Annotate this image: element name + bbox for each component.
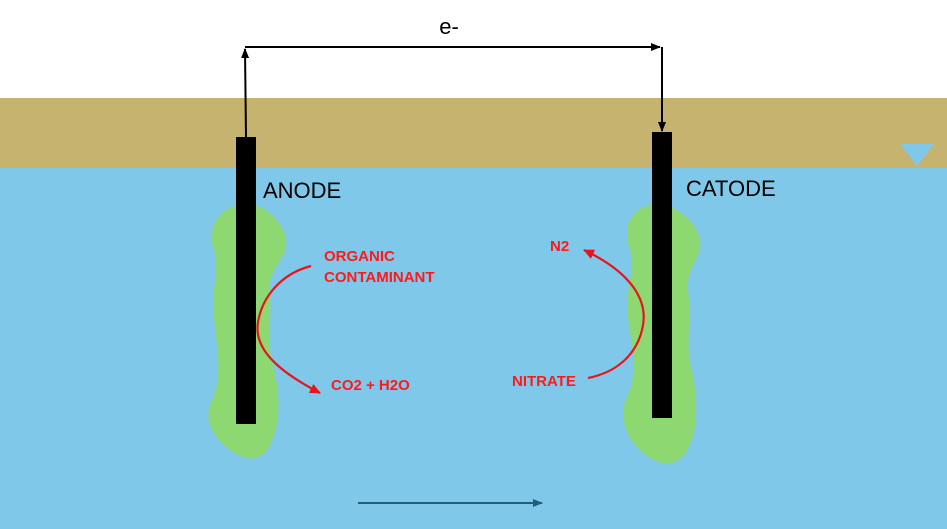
electron-label: e- bbox=[439, 14, 459, 39]
water-table-marker-icon bbox=[900, 144, 934, 166]
sky-area bbox=[0, 0, 947, 98]
soil-layer bbox=[0, 98, 947, 168]
cathode-reactant-label: NITRATE bbox=[512, 373, 576, 390]
cathode-label: CATODE bbox=[686, 176, 776, 201]
anode-label: ANODE bbox=[263, 178, 341, 203]
wire-anode-up-arrow bbox=[241, 48, 250, 138]
anode-reactant-line1: ORGANIC bbox=[324, 248, 395, 265]
anode-product-label: CO2 + H2O bbox=[331, 377, 410, 394]
anode-reaction-arrow bbox=[256, 264, 321, 394]
groundwater-zone bbox=[0, 168, 947, 529]
cathode-reaction-arrow bbox=[583, 249, 645, 380]
cathode-electrode bbox=[652, 132, 672, 418]
cathode-product-label: N2 bbox=[550, 238, 569, 255]
anode-electrode bbox=[236, 137, 256, 424]
anode-reactant-line2: CONTAMINANT bbox=[324, 269, 435, 286]
